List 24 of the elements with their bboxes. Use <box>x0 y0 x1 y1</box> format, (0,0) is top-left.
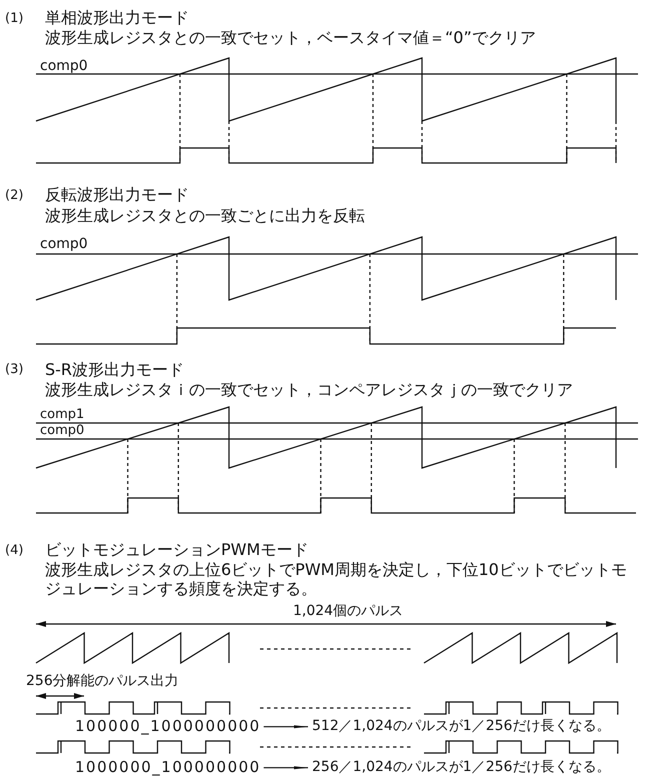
section-number: (2) <box>5 189 24 204</box>
arrow <box>264 725 308 728</box>
dimension-label: 1,024個のパルス <box>293 604 404 620</box>
result-note: 256／1,024のパルスが1／256だけ長くなる。 <box>312 760 610 776</box>
bit-pattern: 100000_1000000000 <box>75 718 261 734</box>
signal-label: comp0 <box>40 424 84 438</box>
signal-label: comp0 <box>40 237 88 252</box>
bit-pattern: 1000000_100000000 <box>75 759 261 776</box>
arrow <box>264 766 308 770</box>
description: 波形生成レジスタとの一致ごとに出力を反転 <box>45 207 365 225</box>
dimension-label: 256分解能のパルス出力 <box>26 674 179 690</box>
section-number: (3) <box>5 363 24 378</box>
description: 波形生成レジスタとの一致でセット，ベースタイマ値＝“0”でクリア <box>45 29 536 47</box>
section-number: (4) <box>5 544 24 558</box>
heading: ビットモジュレーションPWMモード <box>45 541 308 559</box>
description: 波形生成レジスタの上位6ビットでPWM周期を決定し，下位10ビットでビットモジュレーションする頻度を決定する。 <box>45 560 628 598</box>
signal-label: comp1 <box>40 408 84 422</box>
heading: 単相波形出力モード <box>45 9 189 27</box>
signal-label: comp0 <box>40 59 88 74</box>
description: 波形生成レジスタｉの一致でセット，コンペアレジスタｊの一致でクリア <box>45 381 573 399</box>
result-note: 512／1,024のパルスが1／256だけ長くなる。 <box>312 719 610 734</box>
heading: S-R波形出力モード <box>45 361 184 379</box>
heading: 反転波形出力モード <box>45 186 189 204</box>
section-number: (1) <box>5 12 24 26</box>
